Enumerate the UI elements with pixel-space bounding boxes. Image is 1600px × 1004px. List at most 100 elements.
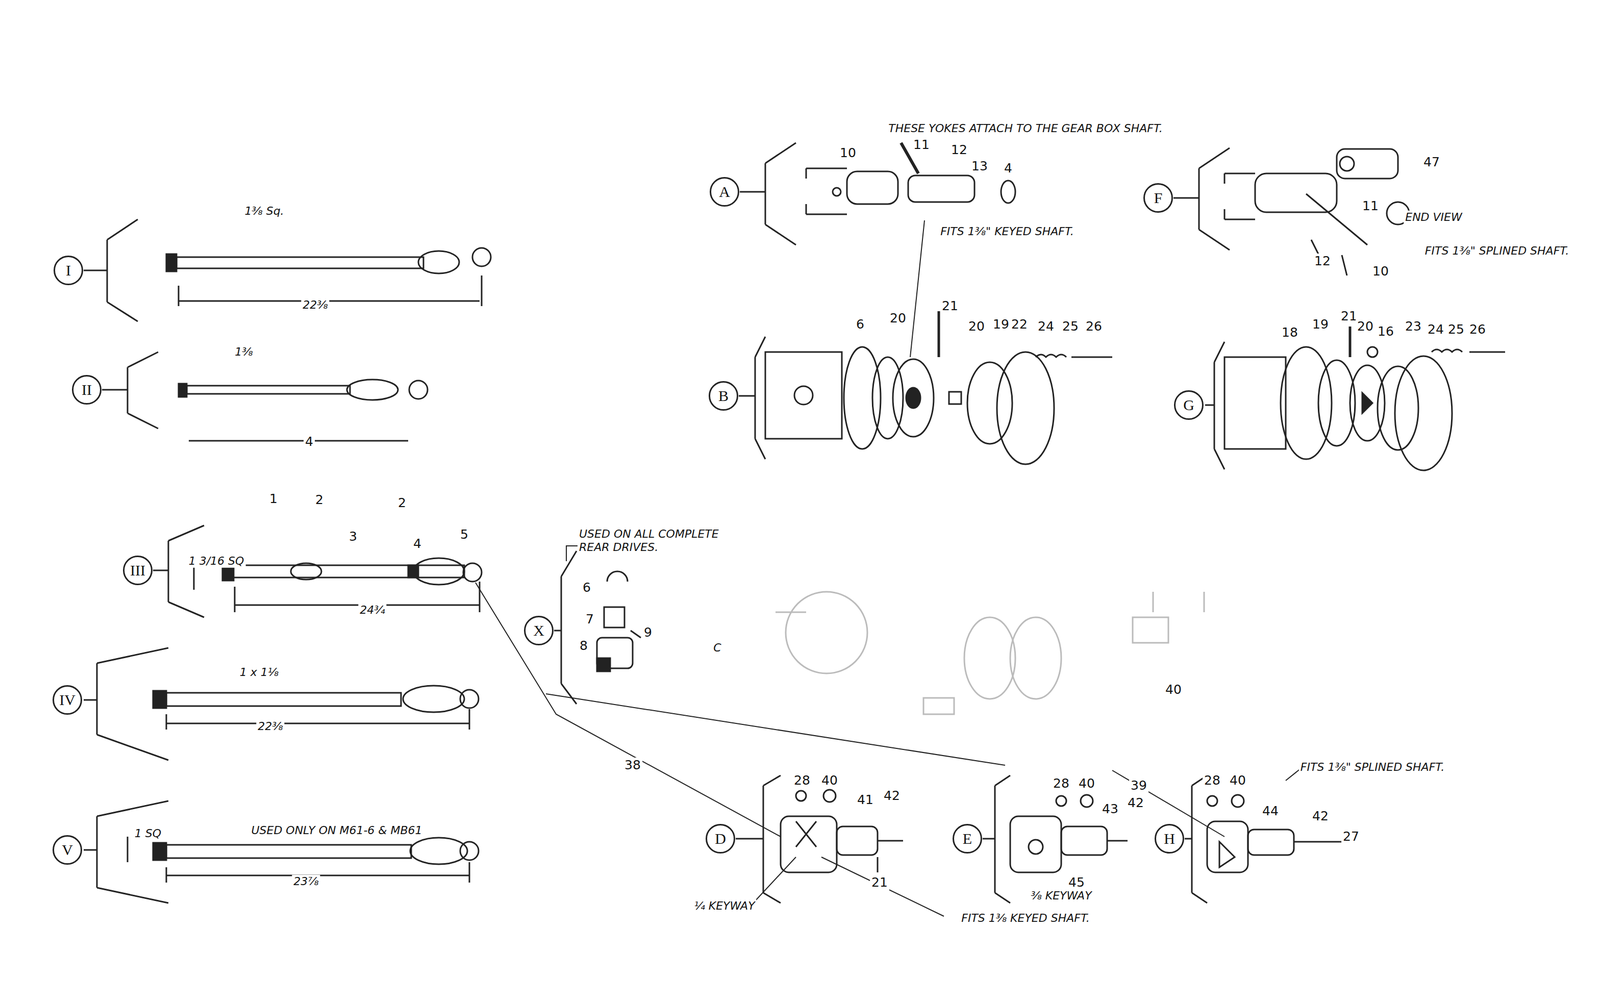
callout-number: 25 — [1446, 321, 1466, 338]
note-text: FITS 1⅜" SPLINED SHAFT. — [1423, 244, 1571, 258]
part-letter-circle: IV — [52, 685, 83, 715]
part-letter: IV — [59, 691, 76, 709]
drive-shafts — [127, 247, 491, 883]
callout-number: 44 — [1260, 803, 1281, 819]
callout-number: 6 — [581, 580, 593, 596]
part-letter-circle: B — [708, 381, 739, 411]
callout-number: 42 — [1126, 795, 1146, 811]
part-letter: H — [1163, 830, 1175, 848]
note-text: 1 SQ — [133, 827, 163, 841]
callout-number: 41 — [855, 792, 875, 808]
part-letter-circle: II — [71, 375, 102, 405]
callout-number: 40 — [1228, 772, 1248, 789]
callout-number: 25 — [1060, 318, 1081, 335]
callout-number: 26 — [1467, 321, 1488, 338]
note-text: ¼ KEYWAY — [692, 899, 757, 913]
callout-number: 45 — [1066, 875, 1087, 891]
callout-number: 28 — [792, 772, 812, 789]
note-text: FITS 1⅜" KEYED SHAFT. — [938, 225, 1076, 239]
callout-number: 26 — [1084, 318, 1104, 335]
part-letter-circle: I — [53, 255, 84, 286]
note-text: 1 3/16 SQ — [187, 554, 246, 568]
clutch-c-faded — [775, 591, 1205, 715]
callout-number: 3 — [347, 529, 359, 545]
callout-number: 42 — [1310, 808, 1331, 824]
callout-number: 6 — [854, 316, 866, 333]
part-letter-circle: V — [52, 835, 83, 865]
note-text: 1 x 1⅛ — [238, 665, 281, 680]
callout-number: 4 — [411, 536, 423, 552]
callout-number: 23 — [1403, 318, 1423, 335]
callout-number: 4 — [1002, 160, 1014, 177]
callout-number: 1 — [267, 491, 280, 507]
callout-number: 40 — [819, 772, 840, 789]
part-letter-circle: E — [952, 823, 983, 854]
note-text: FITS 1⅜ KEYED SHAFT. — [959, 911, 1092, 925]
callout-number: 28 — [1202, 772, 1222, 789]
note-text: 22⅜ — [301, 298, 330, 312]
part-letter: F — [1154, 189, 1163, 207]
callout-number: 43 — [1100, 801, 1120, 817]
callout-number: 4 — [303, 434, 315, 450]
callout-number: 8 — [578, 638, 590, 654]
part-letter-circle: A — [709, 177, 740, 207]
note-text: C — [711, 641, 723, 655]
callout-number: 10 — [838, 145, 858, 161]
leader-lines — [475, 220, 1317, 917]
note-text: 23⅞ — [291, 875, 320, 889]
part-letter-circle: F — [1143, 183, 1173, 213]
part-letter: G — [1183, 396, 1195, 414]
callout-number: 20 — [966, 318, 987, 335]
part-letter: E — [962, 830, 972, 848]
callout-number: 7 — [584, 611, 596, 628]
callout-number: 11 — [1360, 198, 1381, 214]
callout-number: 28 — [1051, 776, 1071, 792]
note-text: 1⅜ — [233, 345, 255, 359]
note-text: USED ON ALL COMPLETE REAR DRIVES. — [577, 527, 749, 555]
part-letter: D — [714, 830, 727, 848]
callout-number: 18 — [1280, 325, 1300, 341]
callout-number: 10 — [1370, 263, 1391, 280]
callout-number: 20 — [1355, 318, 1375, 335]
clutch-b — [765, 311, 1113, 465]
part-letter: I — [65, 261, 71, 280]
callout-number: 20 — [888, 310, 908, 327]
yoke-a — [806, 142, 1016, 215]
part-letter: A — [718, 183, 731, 201]
callout-number: 40 — [1077, 776, 1097, 792]
callout-number: 13 — [969, 158, 990, 174]
callout-number: 5 — [458, 527, 470, 543]
universal-cross — [596, 571, 641, 672]
part-letter: II — [81, 381, 92, 399]
note-text: END VIEW — [1403, 210, 1464, 224]
clutch-g — [1224, 326, 1506, 471]
callout-number: 47 — [1421, 154, 1442, 170]
callout-number: 2 — [396, 495, 408, 511]
note-text: 1⅜ Sq. — [242, 204, 286, 218]
note-text: 22⅜ — [256, 719, 285, 734]
callout-number: 42 — [882, 788, 902, 804]
part-letter-circle: H — [1154, 823, 1185, 854]
callout-number: 39 — [1129, 778, 1149, 794]
part-letter-circle: G — [1173, 390, 1204, 420]
callout-number: 16 — [1376, 323, 1396, 340]
yoke-f — [1224, 148, 1410, 276]
callout-number: 21 — [940, 298, 960, 314]
note-text: 24¾ — [358, 603, 387, 617]
callout-number: 12 — [949, 142, 969, 158]
callout-number: 9 — [642, 625, 654, 641]
callout-number: 40 — [1163, 682, 1184, 698]
note-text: THESE YOKES ATTACH TO THE GEAR BOX SHAFT… — [886, 121, 1164, 136]
callout-number: 24 — [1036, 318, 1056, 335]
callout-number: 22 — [1009, 316, 1030, 333]
part-letter: V — [61, 841, 73, 859]
note-text: USED ONLY ON M61-6 & MB61 — [249, 823, 424, 838]
callout-number: 2 — [313, 492, 325, 508]
callout-number: 12 — [1312, 253, 1333, 269]
callout-number: 24 — [1426, 321, 1446, 338]
part-letter: B — [718, 387, 729, 405]
callout-number: 19 — [1310, 316, 1331, 333]
callout-number: 11 — [911, 137, 932, 153]
